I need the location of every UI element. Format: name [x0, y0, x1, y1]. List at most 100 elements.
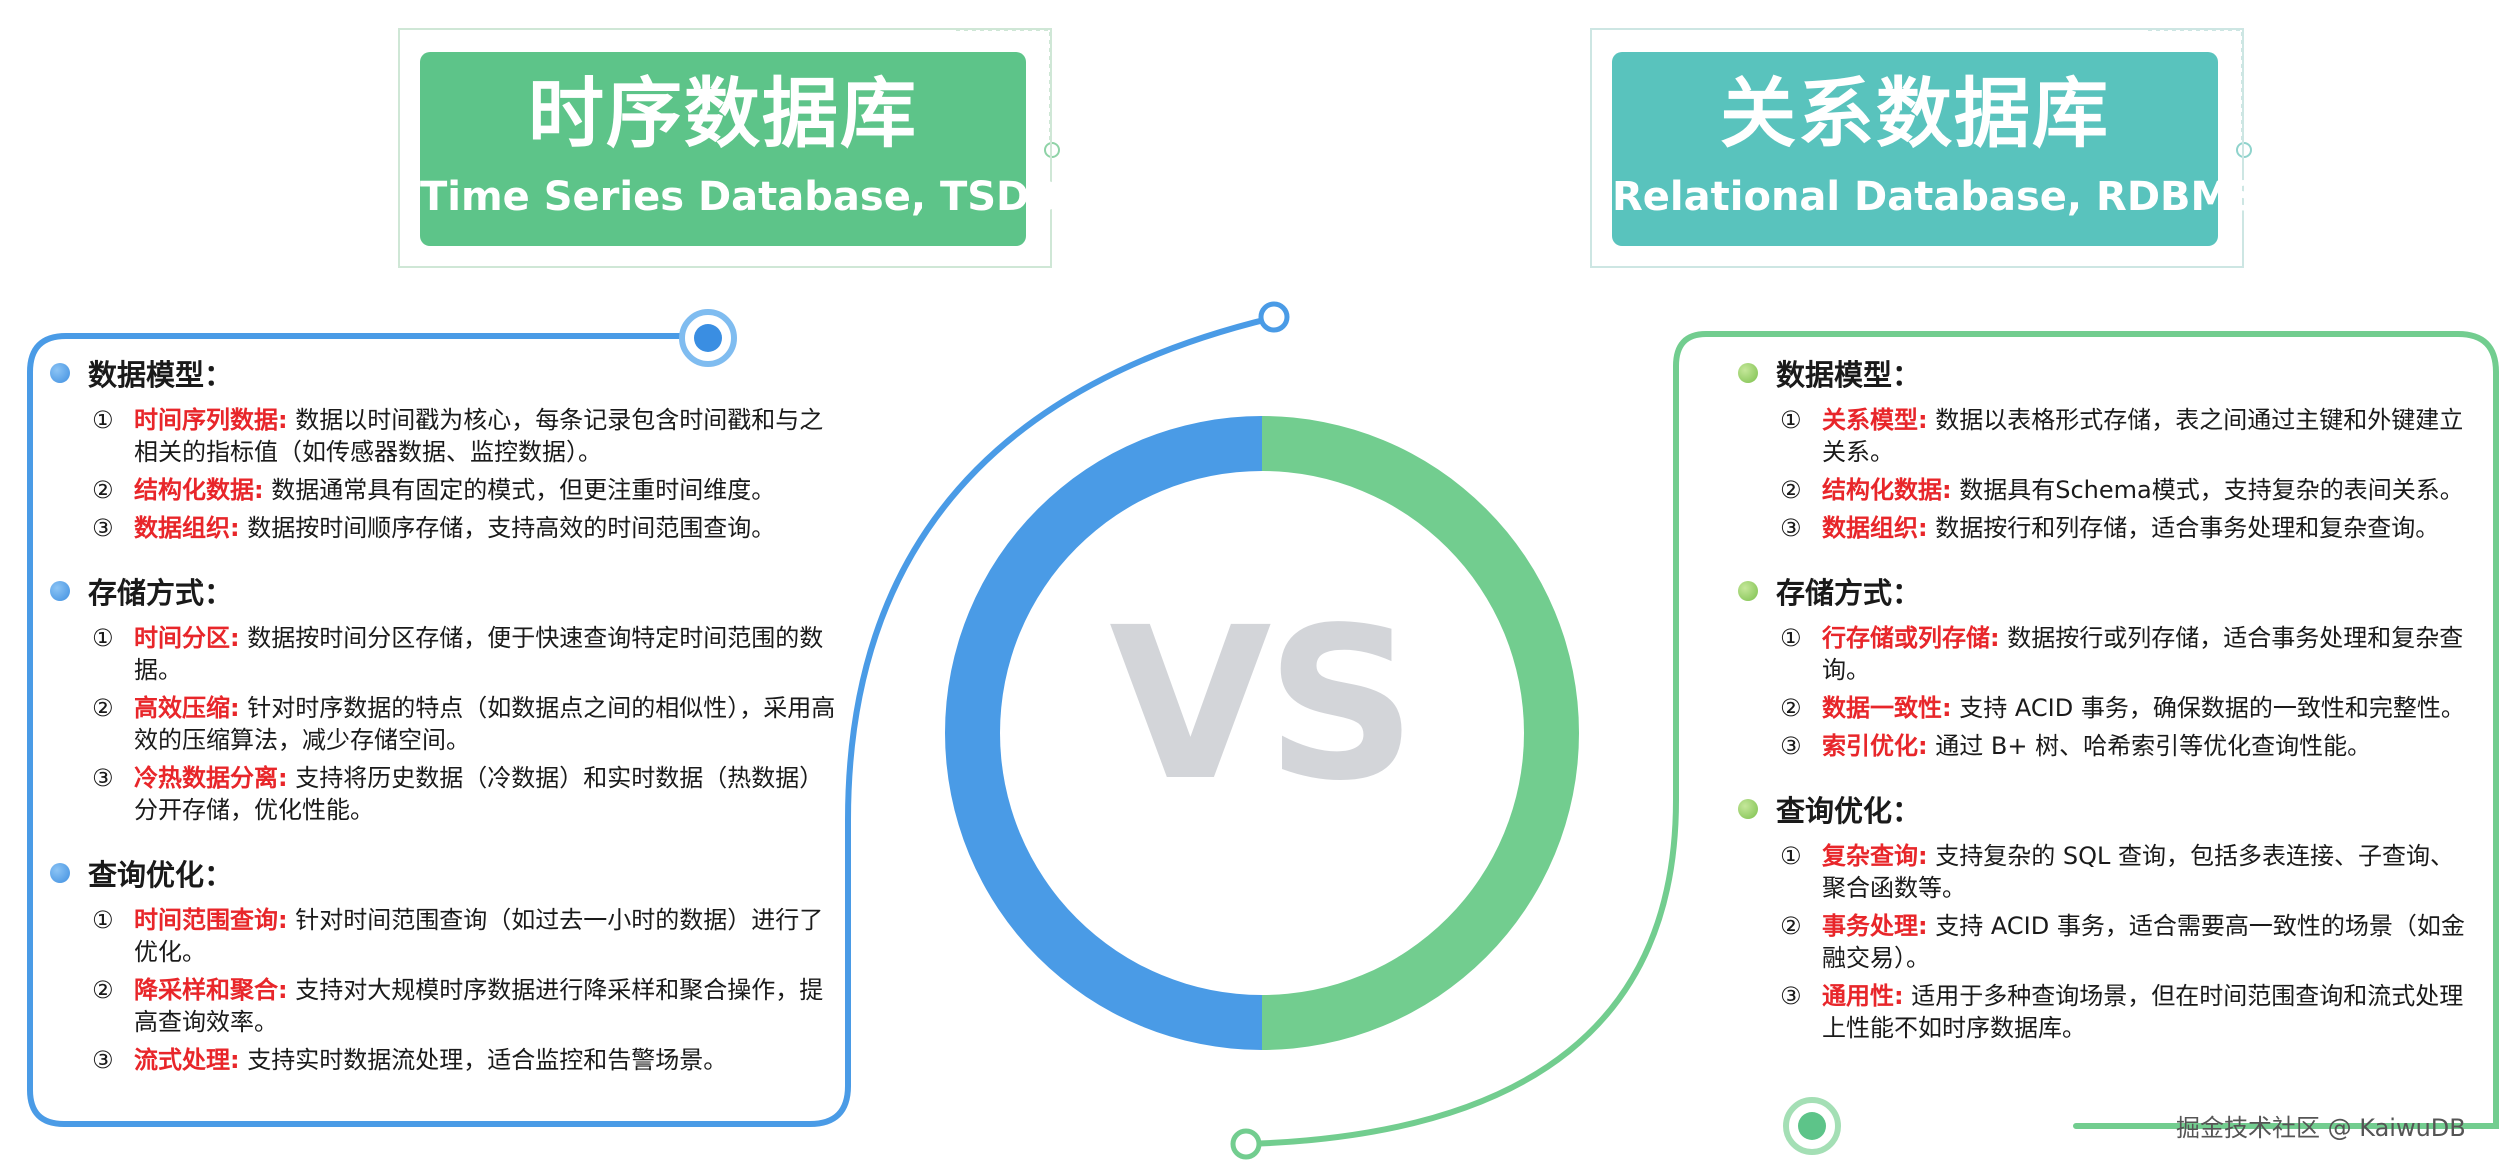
section-heading: 数据模型： — [50, 352, 840, 394]
item-keyword: 索引优化: — [1822, 732, 1928, 760]
list-item: ③ 数据组织: 数据按时间顺序存储，支持高效的时间范围查询。 — [92, 512, 840, 544]
section-heading-text: 查询优化： — [88, 858, 234, 892]
list-item: ③ 索引优化: 通过 B+ 树、哈希索引等优化查询性能。 — [1780, 730, 2470, 762]
item-description: 通过 B+ 树、哈希索引等优化查询性能。 — [1935, 732, 2372, 760]
list-item: ① 时间序列数据: 数据以时间戳为核心，每条记录包含时间戳和与之相关的指标值（如传… — [92, 404, 840, 468]
item-number: ① — [1780, 842, 1802, 870]
tsdb-title-banner: 时序数据库 Time Series Database, TSDB — [420, 52, 1060, 246]
section-heading-text: 存储方式： — [88, 576, 234, 610]
section-heading: 存储方式： — [50, 570, 840, 612]
item-description: 数据按时间分区存储，便于快速查询特定时间范围的数据。 — [134, 624, 824, 684]
bullet-dot-icon — [50, 581, 70, 601]
vs-ring-green-half — [1262, 416, 1579, 1050]
item-number: ③ — [92, 514, 114, 542]
item-description: 数据通常具有固定的模式，但更注重时间维度。 — [271, 476, 776, 504]
left-frame-end-dot — [1258, 301, 1290, 333]
item-keyword: 行存储或列存储: — [1822, 624, 2000, 652]
item-body: 冷热数据分离: 支持将历史数据（冷数据）和实时数据（热数据）分开存储，优化性能。 — [134, 762, 840, 826]
bullet-dot-icon — [1738, 363, 1758, 383]
item-keyword: 时间序列数据: — [134, 406, 288, 434]
list-item: ③ 流式处理: 支持实时数据流处理，适合监控和告警场景。 — [92, 1044, 840, 1076]
item-body: 数据组织: 数据按时间顺序存储，支持高效的时间范围查询。 — [134, 512, 840, 544]
item-keyword: 结构化数据: — [1822, 476, 1952, 504]
right-panel-frame — [1245, 331, 2499, 1147]
section-heading-text: 数据模型： — [88, 358, 234, 392]
item-description: 支持实时数据流处理，适合监控和告警场景。 — [247, 1046, 728, 1074]
list-item: ③ 通用性: 适用于多种查询场景，但在时间范围查询和流式处理上性能不如时序数据库。 — [1780, 980, 2470, 1044]
item-description: 支持 ACID 事务，适合需要高一致性的场景（如金融交易）。 — [1822, 912, 2465, 972]
item-description: 数据按时间顺序存储，支持高效的时间范围查询。 — [247, 514, 776, 542]
section-heading: 查询优化： — [50, 852, 840, 894]
list-item: ② 数据一致性: 支持 ACID 事务，确保数据的一致性和完整性。 — [1780, 692, 2470, 724]
item-description: 数据以时间戳为核心，每条记录包含时间戳和与之相关的指标值（如传感器数据、监控数据… — [134, 406, 824, 466]
item-keyword: 结构化数据: — [134, 476, 264, 504]
item-body: 数据组织: 数据按行和列存储，适合事务处理和复杂查询。 — [1822, 512, 2470, 544]
item-body: 流式处理: 支持实时数据流处理，适合监控和告警场景。 — [134, 1044, 840, 1076]
vs-ring-blue-half — [945, 416, 1262, 1050]
item-keyword: 通用性: — [1822, 982, 1904, 1010]
item-description: 针对时序数据的特点（如数据点之间的相似性），采用高效的压缩算法，减少存储空间。 — [134, 694, 836, 754]
item-keyword: 时间分区: — [134, 624, 240, 652]
item-body: 降采样和聚合: 支持对大规模时序数据进行降采样和聚合操作，提高查询效率。 — [134, 974, 840, 1038]
item-body: 结构化数据: 数据具有Schema模式，支持复杂的表间关系。 — [1822, 474, 2470, 506]
item-body: 结构化数据: 数据通常具有固定的模式，但更注重时间维度。 — [134, 474, 840, 506]
rdbms-title-en: Relational Database, RDBMS — [1612, 174, 2260, 220]
tsdb-title-cn: 时序数据库 — [528, 69, 918, 158]
item-description: 支持将历史数据（冷数据）和实时数据（热数据）分开存储，优化性能。 — [134, 764, 824, 824]
item-description: 支持复杂的 SQL 查询，包括多表连接、子查询、聚合函数等。 — [1822, 842, 2455, 902]
item-number: ② — [1780, 912, 1802, 940]
left-title-dot — [1044, 142, 1060, 158]
item-number: ③ — [1780, 732, 1802, 760]
item-body: 通用性: 适用于多种查询场景，但在时间范围查询和流式处理上性能不如时序数据库。 — [1822, 980, 2470, 1044]
item-keyword: 高效压缩: — [134, 694, 240, 722]
bullet-dot-icon — [50, 863, 70, 883]
vs-label: VS — [1109, 582, 1417, 827]
item-number: ② — [92, 694, 114, 722]
left-section-0: 数据模型： ① 时间序列数据: 数据以时间戳为核心，每条记录包含时间戳和与之相关的指… — [50, 352, 840, 544]
item-number: ③ — [1780, 982, 1802, 1010]
item-keyword: 数据组织: — [134, 514, 240, 542]
vs-ring — [945, 416, 1579, 1050]
item-keyword: 流式处理: — [134, 1046, 240, 1074]
item-body: 复杂查询: 支持复杂的 SQL 查询，包括多表连接、子查询、聚合函数等。 — [1822, 840, 2470, 904]
item-number: ② — [1780, 476, 1802, 504]
list-item: ① 复杂查询: 支持复杂的 SQL 查询，包括多表连接、子查询、聚合函数等。 — [1780, 840, 2470, 904]
item-body: 时间范围查询: 针对时间范围查询（如过去一小时的数据）进行了优化。 — [134, 904, 840, 968]
item-keyword: 关系模型: — [1822, 406, 1928, 434]
item-number: ③ — [92, 1046, 114, 1074]
list-item: ② 结构化数据: 数据具有Schema模式，支持复杂的表间关系。 — [1780, 474, 2470, 506]
item-body: 索引优化: 通过 B+ 树、哈希索引等优化查询性能。 — [1822, 730, 2470, 762]
tsdb-title-en: Time Series Database, TSDB — [420, 174, 1060, 220]
item-number: ① — [92, 624, 114, 652]
item-keyword: 数据一致性: — [1822, 694, 1952, 722]
left-panel-frame — [27, 315, 1275, 1127]
item-body: 数据一致性: 支持 ACID 事务，确保数据的一致性和完整性。 — [1822, 692, 2470, 724]
item-body: 行存储或列存储: 数据按行或列存储，适合事务处理和复杂查询。 — [1822, 622, 2470, 686]
right-frame-end-dot — [1230, 1128, 1262, 1160]
rdbms-title-box: 关系数据库 Relational Database, RDBMS — [1590, 28, 2260, 268]
item-keyword: 数据组织: — [1822, 514, 1928, 542]
item-keyword: 时间范围查询: — [134, 906, 288, 934]
item-number: ② — [92, 476, 114, 504]
list-item: ② 高效压缩: 针对时序数据的特点（如数据点之间的相似性），采用高效的压缩算法，减… — [92, 692, 840, 756]
item-keyword: 复杂查询: — [1822, 842, 1928, 870]
item-description: 适用于多种查询场景，但在时间范围查询和流式处理上性能不如时序数据库。 — [1822, 982, 2464, 1042]
rdbms-title-banner: 关系数据库 Relational Database, RDBMS — [1612, 52, 2260, 246]
item-keyword: 降采样和聚合: — [134, 976, 288, 1004]
right-title-dot — [2236, 142, 2252, 158]
tsdb-panel: 数据模型： ① 时间序列数据: 数据以时间戳为核心，每条记录包含时间戳和与之相关的指… — [50, 352, 840, 1102]
item-description: 数据按行或列存储，适合事务处理和复杂查询。 — [1822, 624, 2464, 684]
watermark: 掘金技术社区 @ KaiwuDB — [2176, 1114, 2466, 1142]
item-number: ① — [92, 406, 114, 434]
item-number: ② — [1780, 694, 1802, 722]
